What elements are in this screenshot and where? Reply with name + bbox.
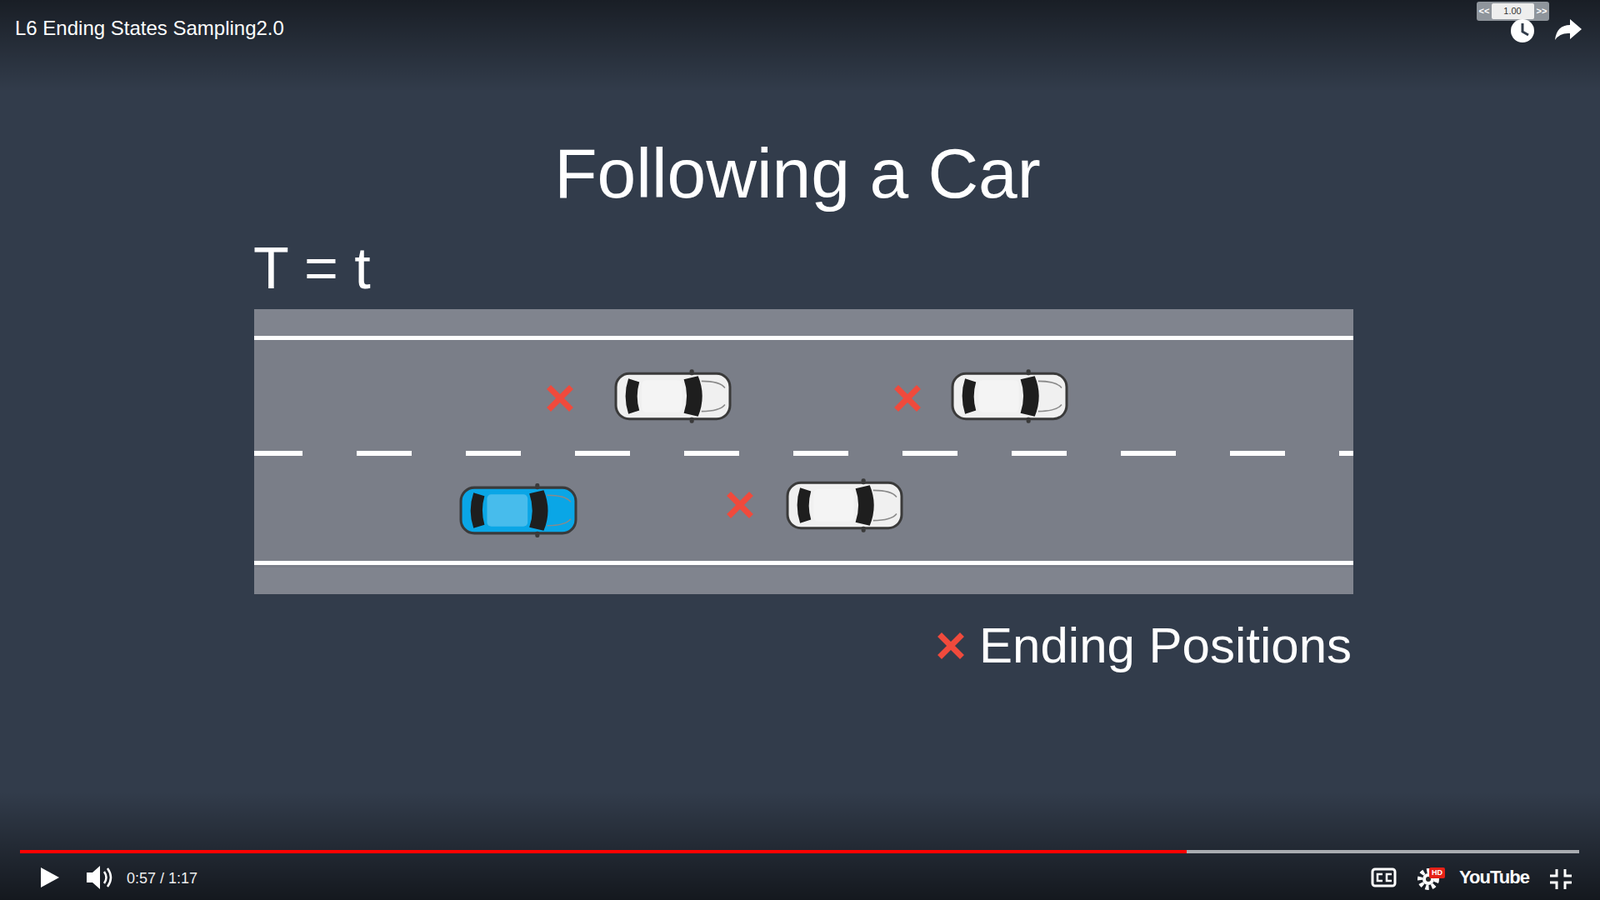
exit-fullscreen-icon [1550,869,1572,890]
playback-time: 0:57 / 1:17 [126,870,198,886]
top-shade [0,0,1600,92]
legend-text: Ending Positions [979,620,1352,671]
road [254,309,1354,595]
road-shoulder [254,309,1354,336]
captions-icon [1372,869,1395,886]
ending-position-mark [550,389,570,408]
lane-edge-line [254,335,1354,340]
hd-label: HD [1431,869,1443,877]
video-title: L6 Ending States Sampling2.0 [15,18,285,39]
other-car [952,369,1067,423]
legend-x-mark [937,632,965,660]
ending-position-mark [730,495,750,515]
progress-played [20,850,1187,854]
time-label: T = t [253,239,371,298]
speed-value-box [1491,3,1535,20]
slide-title: Following a Car [554,138,1041,209]
speed-value: 1.00 [1503,6,1521,16]
hd-badge [1429,867,1445,879]
captions-icon-marks [1377,874,1392,881]
ego-car [460,483,576,538]
share-icon [1555,19,1582,40]
speed-control [1476,1,1550,21]
other-car [615,369,730,423]
road-shoulder [254,567,1354,595]
speed-up: >> [1536,6,1548,16]
clock-hands [1522,23,1529,35]
legend-entry: Ending Positions [937,620,1352,671]
progress-track [20,850,1580,854]
lead-car [787,478,902,532]
bottom-shade [0,791,1600,900]
lane-divider [254,450,1354,456]
play-icon [40,867,60,888]
legend-x-mark-path [941,636,960,655]
clock-icon [1510,19,1535,43]
volume-waves [104,868,111,887]
youtube-logo: YouTube [1459,868,1530,887]
speed-down: << [1479,6,1490,16]
ending-position-mark [898,389,917,408]
lane-edge-line [254,560,1354,565]
volume-icon [86,865,100,890]
